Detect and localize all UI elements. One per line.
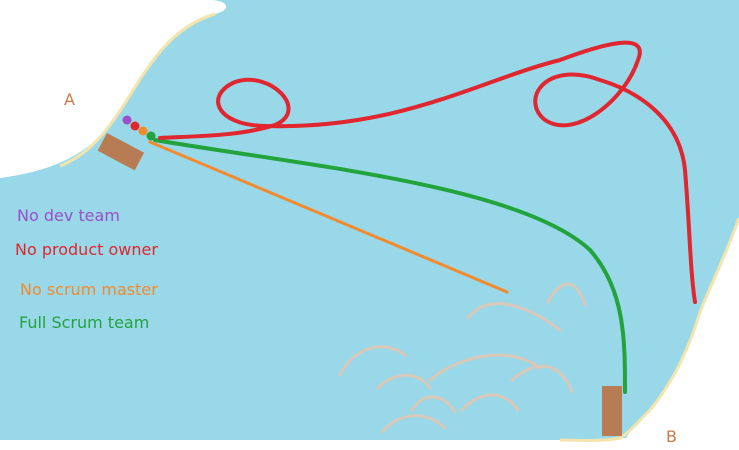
legend-item-po: No product owner bbox=[15, 240, 158, 259]
crew-dot-full bbox=[146, 131, 156, 141]
route-no-scrum-master bbox=[148, 140, 509, 294]
land-north bbox=[0, 0, 226, 178]
land-south bbox=[560, 218, 739, 450]
legend: No dev team No product owner No scrum ma… bbox=[15, 206, 158, 332]
waves bbox=[338, 282, 587, 434]
legend-item-sm: No scrum master bbox=[20, 280, 158, 299]
boat-start bbox=[97, 133, 145, 171]
shoreline-north bbox=[59, 12, 216, 168]
legend-item-dev: No dev team bbox=[17, 206, 120, 225]
route-full-scrum-team bbox=[153, 138, 627, 394]
crew-dot-sm bbox=[138, 126, 148, 136]
boat-end bbox=[602, 386, 622, 436]
water bbox=[0, 0, 739, 440]
crew-dot-po bbox=[130, 121, 140, 131]
point-label-end: B bbox=[666, 427, 677, 446]
route-no-product-owner bbox=[158, 40, 697, 304]
shoreline-south bbox=[559, 217, 739, 442]
legend-item-full: Full Scrum team bbox=[19, 313, 149, 332]
point-label-start: A bbox=[64, 90, 75, 109]
crew-dot-dev bbox=[122, 115, 132, 125]
